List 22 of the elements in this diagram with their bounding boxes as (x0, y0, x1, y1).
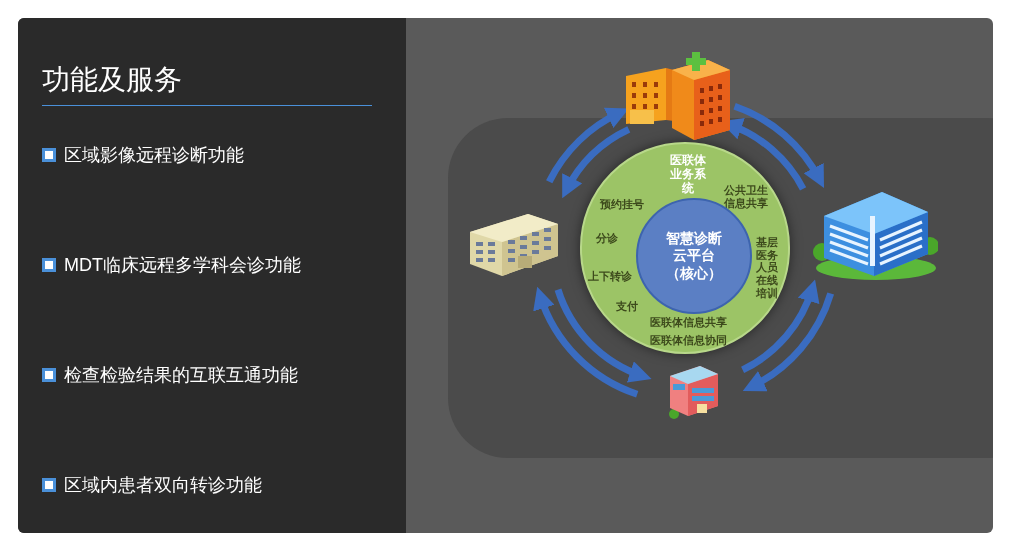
service-label: 医联体信息协同 (650, 334, 727, 347)
platform-label: 智慧诊断云平台 (665, 229, 723, 265)
service-label: 公共卫生信息共享 (724, 184, 769, 210)
service-label: 支付 (616, 300, 638, 313)
feature-item: 区域内患者双向转诊功能 (64, 474, 262, 497)
service-label: 预约挂号 (600, 198, 644, 211)
arrow (742, 292, 834, 392)
feature-item: 区域影像远程诊断功能 (64, 144, 244, 167)
arrow (554, 288, 652, 382)
feature-item: 检查检验结果的互联互通功能 (64, 364, 298, 387)
arrow (534, 286, 639, 398)
feature-item: MDT临床远程多学科会诊功能 (64, 254, 301, 277)
service-label: 上下转诊 (588, 270, 632, 283)
service-label: 医联体信息共享 (650, 316, 727, 329)
service-label: 分诊 (596, 232, 618, 245)
arrow (740, 279, 819, 373)
panel-title: 功能及服务 (42, 63, 182, 97)
arrow (561, 126, 631, 199)
arrow (733, 103, 825, 188)
platform-label: （核心） (666, 264, 722, 283)
service-label: 医联体业务系统 (669, 154, 707, 196)
service-label: 基层医务人员在线培训 (756, 236, 779, 300)
